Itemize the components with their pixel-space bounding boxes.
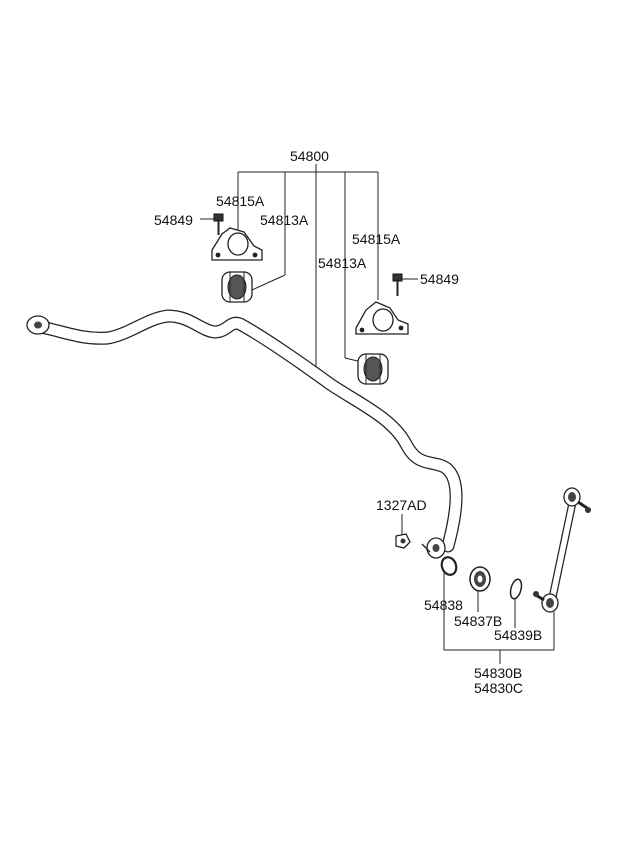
- label-ring: 54838: [424, 597, 463, 613]
- labels: 54800 54815A 54849 54813A 54815A 54813A …: [154, 148, 542, 696]
- label-nut: 1327AD: [376, 497, 427, 513]
- label-link-c: 54830C: [474, 680, 523, 696]
- right-clamp-bracket: [355, 301, 409, 335]
- label-bracket-right: 54815A: [352, 231, 401, 247]
- ring-icon: [440, 556, 458, 576]
- stabilizer-link: [533, 487, 591, 613]
- right-bushing: [357, 353, 389, 385]
- label-dust-cover: 54837B: [454, 613, 502, 629]
- left-bushing: [221, 271, 253, 303]
- right-bolt-icon: [392, 273, 403, 296]
- label-bushing-right: 54813A: [318, 255, 367, 271]
- label-clip: 54839B: [494, 627, 542, 643]
- label-assembly: 54800: [290, 148, 329, 164]
- dust-cover-icon: [469, 566, 491, 592]
- label-bushing-left: 54813A: [260, 212, 309, 228]
- label-bolt-left: 54849: [154, 212, 193, 228]
- leader-lines: [200, 164, 555, 664]
- label-bracket-left: 54815A: [216, 193, 265, 209]
- stabilizer-bar: [26, 309, 463, 559]
- clip-icon: [509, 578, 523, 600]
- left-clamp-bracket: [211, 227, 263, 261]
- label-link-b: 54830B: [474, 665, 522, 681]
- nut-icon: [395, 533, 411, 549]
- left-bolt-icon: [213, 213, 224, 235]
- label-bolt-right: 54849: [420, 271, 459, 287]
